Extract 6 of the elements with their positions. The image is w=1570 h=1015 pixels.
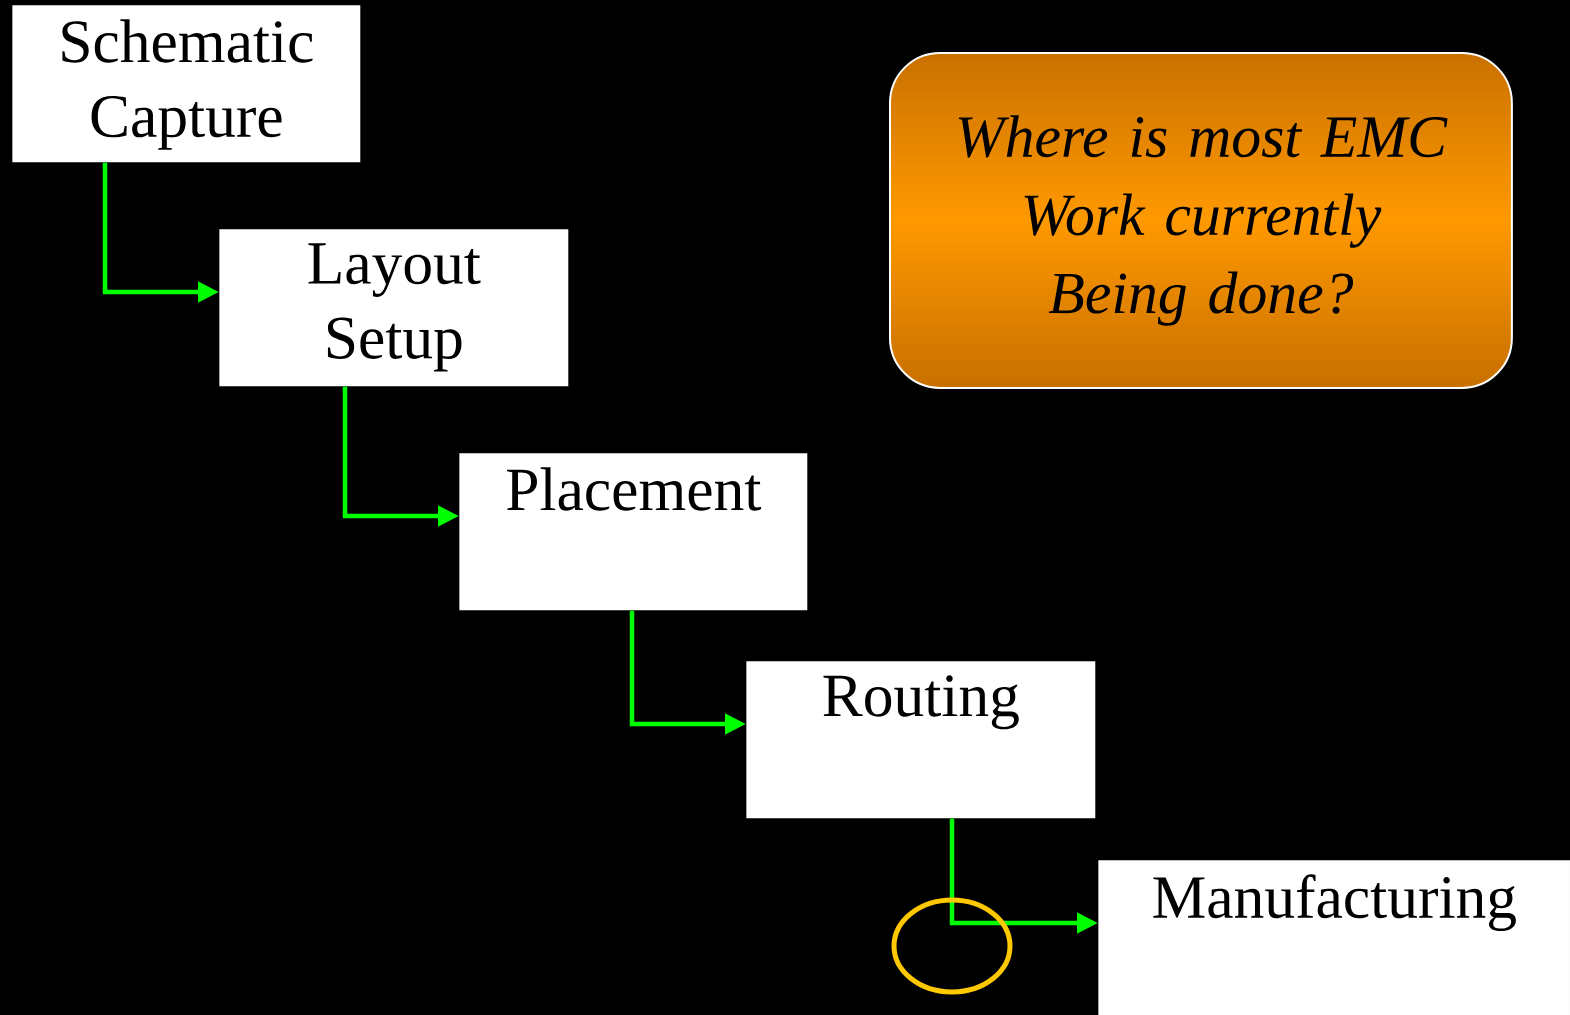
process-box: Placement bbox=[459, 453, 808, 611]
process-box: Schematic Capture bbox=[12, 5, 361, 163]
callout-box: Where is most EMC Work currently Being done? bbox=[889, 52, 1513, 389]
process-box: Layout Setup bbox=[219, 229, 569, 387]
process-box: Manufacturing bbox=[1098, 860, 1570, 1015]
process-box: Routing bbox=[746, 661, 1096, 819]
